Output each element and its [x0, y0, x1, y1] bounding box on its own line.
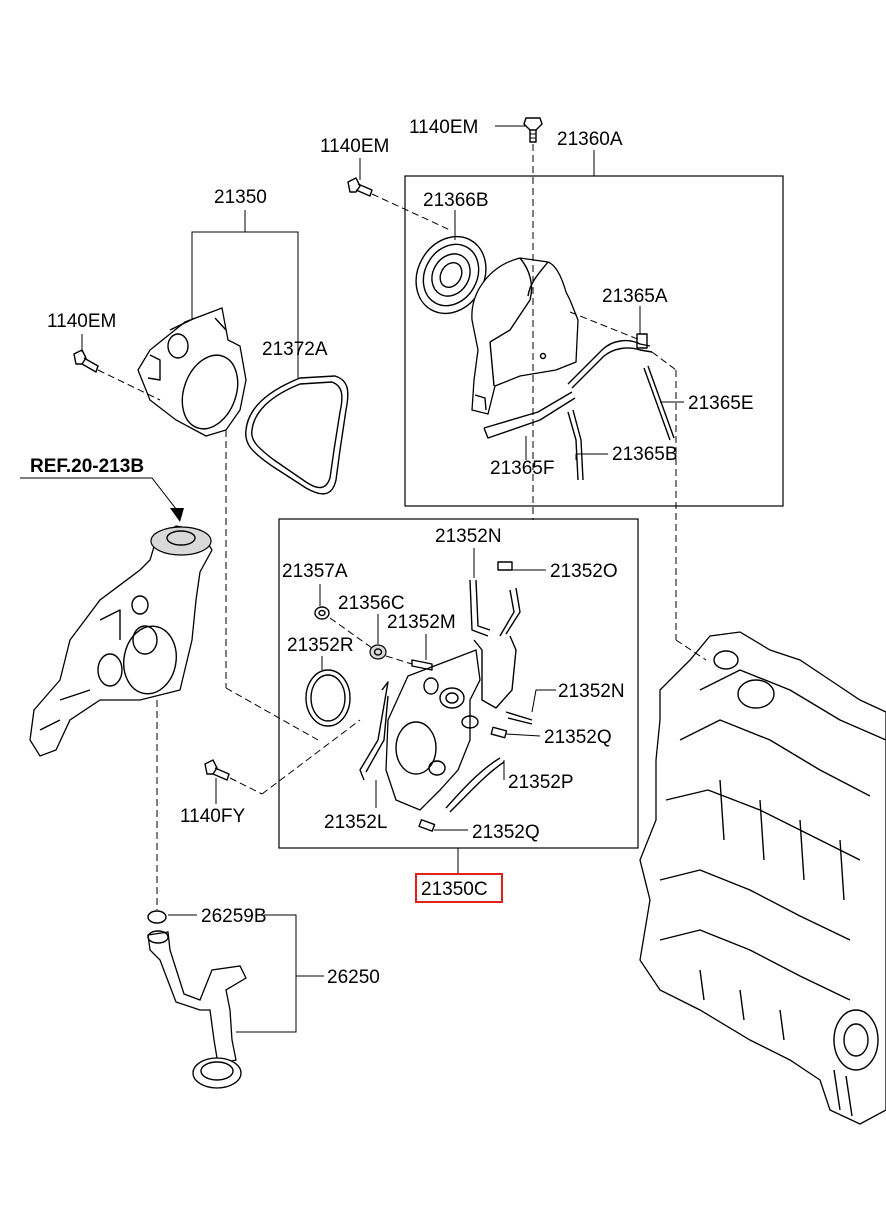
label-bolt-upper-left: 1140EM: [320, 136, 389, 157]
bushing-drawing: [369, 644, 387, 660]
label-bolt-top: 1140EM: [409, 117, 478, 138]
label-rod-21365E: 21365E: [688, 393, 754, 414]
label-cover-21350: 21350: [214, 187, 267, 208]
block-drawing: [497, 561, 513, 571]
label-oring-26259B: 26259B: [201, 906, 267, 927]
oil-pump-drawing: [29, 525, 213, 757]
label-strip-21352M: 21352M: [387, 612, 456, 633]
pin-bottom-drawing: [418, 819, 436, 832]
label-bracket-21365A: 21365A: [602, 286, 668, 307]
label-gasket-21372A: 21372A: [262, 339, 328, 360]
bolt-left-drawing: [73, 349, 99, 373]
label-bushing-21356C: 21356C: [338, 593, 405, 614]
front-cover-drawing: [137, 307, 247, 437]
strip-f-drawing: [483, 391, 576, 439]
gasket-drawing: [245, 375, 349, 495]
label-strip-21365B: 21365B: [612, 444, 678, 465]
bolt-top-drawing: [523, 117, 543, 143]
label-strainer-26250: 26250: [327, 967, 380, 988]
pin-mid-drawing: [490, 726, 508, 739]
bolt-upper-left-drawing: [347, 177, 373, 197]
label-bolt-lower: 1140FY: [180, 806, 245, 827]
bolt-lower-drawing: [204, 759, 230, 781]
rod-drawing: [643, 365, 675, 441]
label-pin-21352Q-mid: 21352Q: [544, 727, 612, 748]
label-strip-21365F: 21365F: [490, 458, 554, 479]
gasket-inner-drawing: [251, 381, 343, 489]
nut-drawing: [314, 606, 330, 620]
label-pin-21352Q-bottom: 21352Q: [472, 822, 540, 843]
label-assembly-lower: 21350C: [421, 879, 488, 900]
label-nut-21357A: 21357A: [282, 561, 348, 582]
assembly-box-upper: [404, 175, 784, 507]
ref-arrowhead: [170, 508, 184, 522]
label-strip-21352L: 21352L: [324, 812, 387, 833]
label-strip-21352P: 21352P: [508, 772, 574, 793]
highlight-box: [415, 873, 503, 903]
strip-b-drawing: [567, 409, 584, 481]
strip-l-drawing: [359, 681, 389, 781]
label-oring-21352R: 21352R: [287, 635, 354, 656]
label-strip-21352N-mid: 21352N: [558, 681, 625, 702]
engine-block-drawing: [639, 631, 886, 1125]
label-block-21352O: 21352O: [550, 561, 618, 582]
oil-strainer-drawing: [147, 910, 247, 1089]
label-strip-21352N-top: 21352N: [435, 526, 502, 547]
leader-lines: [20, 125, 707, 1033]
label-reference: REF.20-213B: [30, 456, 144, 477]
label-seal-21366B: 21366B: [423, 190, 489, 211]
strip-n-mid-drawing: [505, 711, 533, 725]
strip-p-drawing: [445, 757, 505, 813]
lower-cover-drawing: [385, 635, 517, 811]
o-ring-drawing: [305, 669, 351, 727]
upper-timing-cover-drawing: [471, 257, 579, 415]
strip-n-top-drawing: [469, 579, 491, 637]
label-assembly-upper: 21360A: [557, 129, 623, 150]
bracket-drawing: [567, 333, 653, 389]
strip-n-top-right-drawing: [499, 587, 521, 637]
label-bolt-left: 1140EM: [47, 311, 116, 332]
